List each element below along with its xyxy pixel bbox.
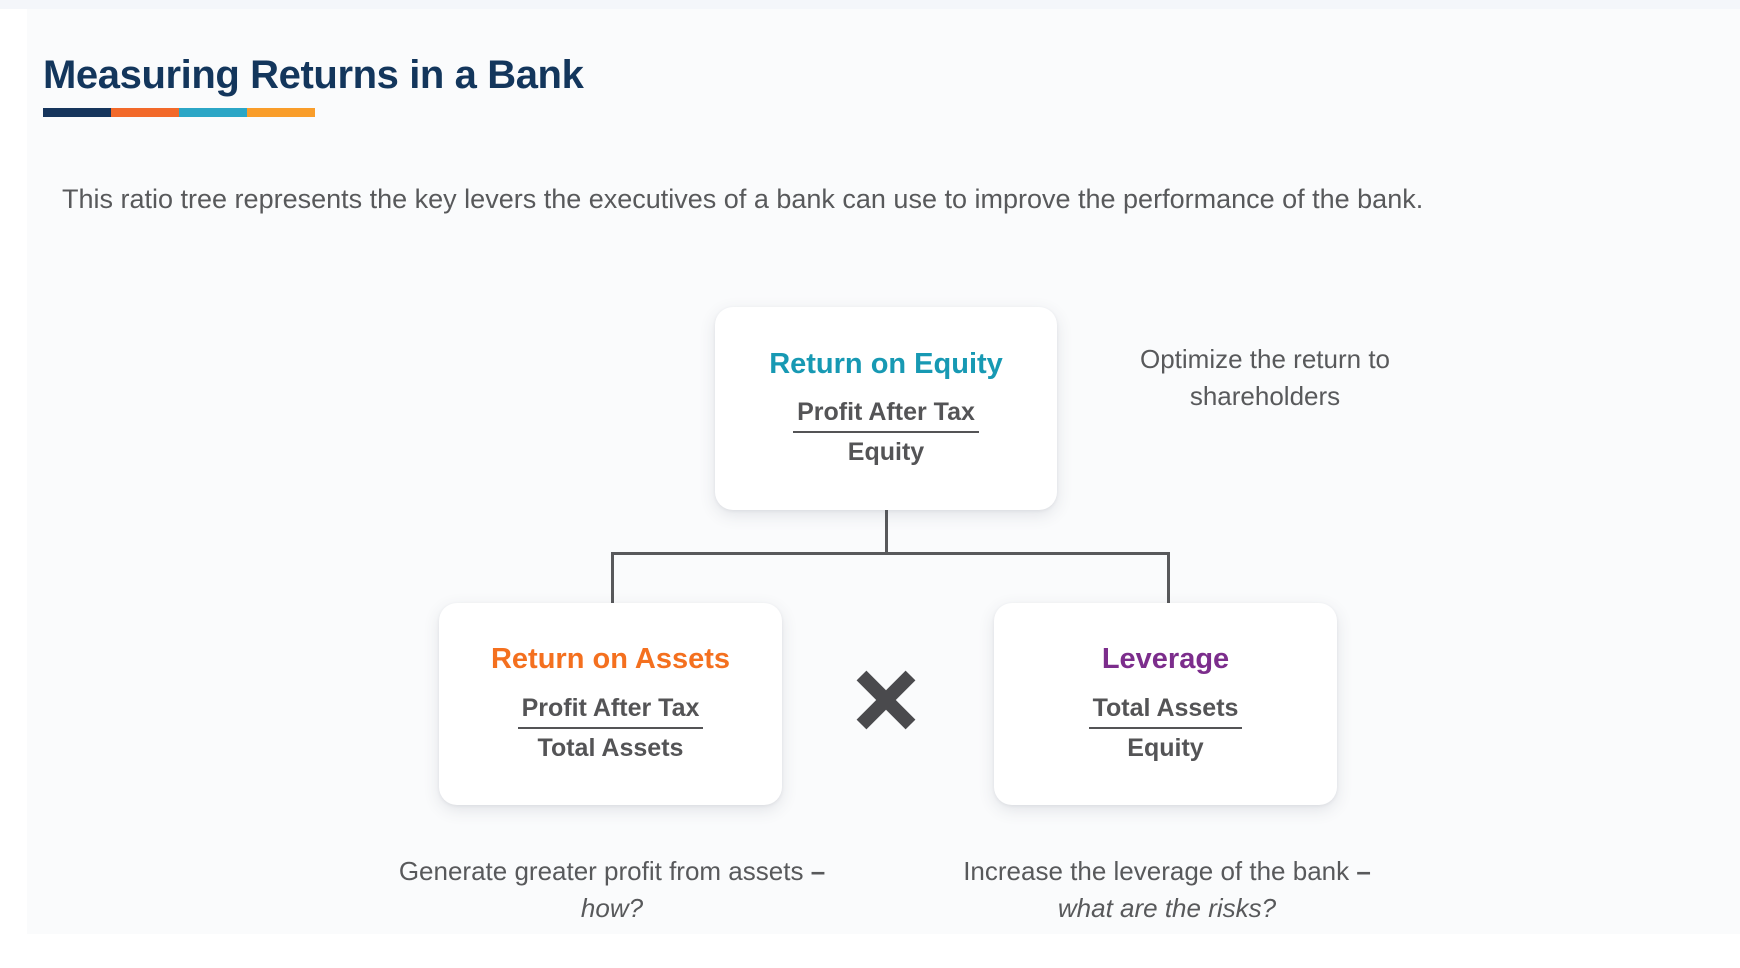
multiply-icon	[851, 665, 921, 735]
annotation-dash: –	[1356, 856, 1371, 886]
annotation-lead: Generate greater profit from assets	[398, 856, 811, 886]
accent-segment-2	[111, 108, 179, 117]
fraction-leverage: Total Assets Equity	[1088, 692, 1243, 764]
fraction-return-on-assets: Profit After Tax Total Assets	[517, 692, 704, 764]
annotation-text: Optimize the return to shareholders	[1140, 344, 1390, 411]
fraction-denominator: Equity	[1127, 733, 1204, 762]
connector-stem	[885, 510, 888, 554]
annotation-emphasis: what are the risks?	[1057, 892, 1277, 923]
accent-segment-4	[247, 108, 315, 117]
annotation-lead: Increase the leverage of the bank	[963, 856, 1357, 886]
fraction-denominator: Equity	[847, 438, 925, 467]
title-accent-rule	[43, 108, 315, 117]
page-title: Measuring Returns in a Bank	[43, 53, 584, 97]
accent-segment-3	[179, 108, 247, 117]
node-leverage[interactable]: Leverage Total Assets Equity	[994, 603, 1337, 805]
connector-horizontal	[611, 552, 1170, 555]
annotation-return-on-assets: Generate greater profit from assets – ho…	[397, 853, 827, 927]
fraction-return-on-equity: Profit After Tax Equity	[793, 396, 979, 468]
connector-drop-right	[1167, 552, 1170, 605]
node-return-on-assets[interactable]: Return on Assets Profit After Tax Total …	[439, 603, 782, 805]
connector-drop-left	[611, 552, 614, 605]
ratio-tree-diagram: Return on Equity Profit After Tax Equity…	[27, 297, 1740, 937]
fraction-numerator: Profit After Tax	[517, 692, 704, 729]
annotation-return-on-equity: Optimize the return to shareholders	[1070, 341, 1460, 415]
fraction-numerator: Total Assets	[1088, 692, 1243, 729]
node-title-return-on-assets: Return on Assets	[490, 643, 731, 676]
fraction-numerator: Profit After Tax	[793, 396, 979, 434]
node-title-return-on-equity: Return on Equity	[769, 347, 1003, 380]
annotation-dash: –	[810, 856, 826, 886]
annotation-emphasis: how?	[580, 892, 644, 923]
node-return-on-equity[interactable]: Return on Equity Profit After Tax Equity	[715, 307, 1057, 510]
node-title-leverage: Leverage	[1101, 643, 1230, 676]
intro-paragraph: This ratio tree represents the key lever…	[62, 184, 1424, 214]
top-strip	[0, 0, 1740, 9]
fraction-denominator: Total Assets	[537, 733, 684, 762]
annotation-leverage: Increase the leverage of the bank – what…	[952, 853, 1382, 927]
accent-segment-1	[43, 108, 111, 117]
title-block: Measuring Returns in a Bank	[43, 53, 584, 117]
slide-card: Measuring Returns in a Bank This ratio t…	[27, 9, 1740, 934]
